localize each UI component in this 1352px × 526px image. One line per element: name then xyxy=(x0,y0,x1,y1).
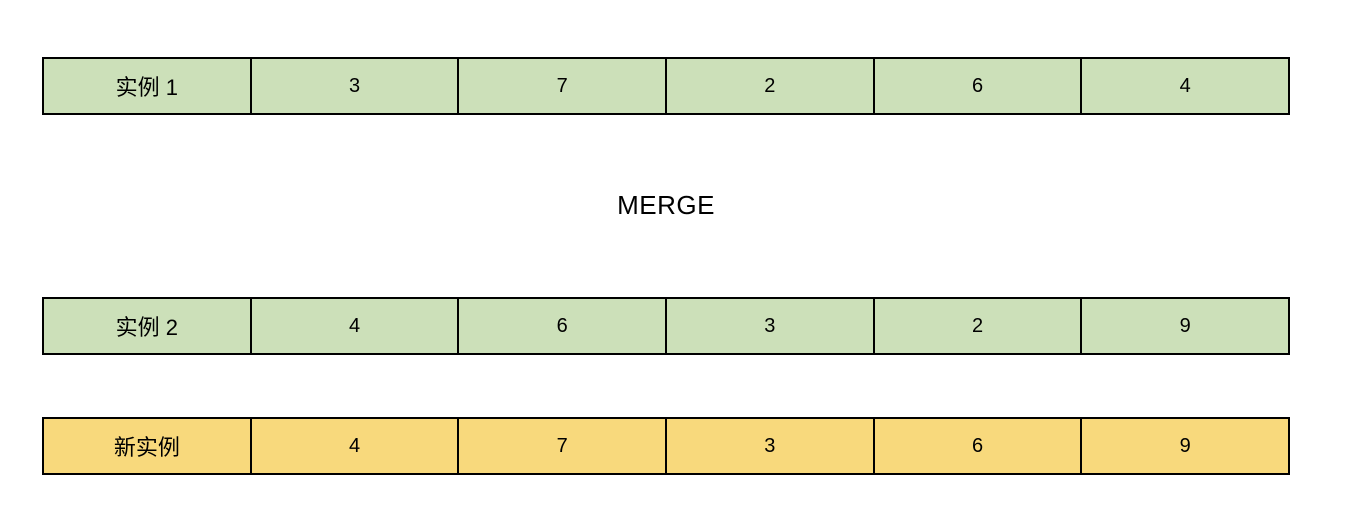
instance-1-cell-3: 2 xyxy=(667,59,875,113)
merge-label: MERGE xyxy=(617,190,715,220)
new-instance-label: 新实例 xyxy=(44,419,252,473)
new-instance-row: 新实例 4 7 3 6 9 xyxy=(42,417,1290,475)
new-instance-cell-2: 7 xyxy=(459,419,668,473)
instance-2-cell-2: 6 xyxy=(459,299,668,353)
new-instance-cell-1: 4 xyxy=(252,419,460,473)
instance-2-cell-5: 9 xyxy=(1179,314,1191,337)
instance-1-cell-1: 3 xyxy=(252,59,460,113)
instance-2-cell-4: 2 xyxy=(875,299,1083,353)
instance-2-cell-1: 4 xyxy=(252,299,460,353)
new-instance-cell-3: 3 xyxy=(667,419,875,473)
instance-2-cell-3: 3 xyxy=(667,299,875,353)
instance-1-row: 实例 1 3 7 2 6 4 xyxy=(42,57,1290,115)
instance-1-label: 实例 1 xyxy=(44,59,252,113)
instance-1-cell-4: 6 xyxy=(875,59,1083,113)
instance-1-cell-2: 7 xyxy=(459,59,668,113)
new-instance-cell-5: 9 xyxy=(1179,434,1191,457)
new-instance-cell-4: 6 xyxy=(875,419,1083,473)
instance-2-row: 实例 2 4 6 3 2 9 xyxy=(42,297,1290,355)
instance-1-cell-5: 4 xyxy=(1179,74,1191,97)
instance-2-label: 实例 2 xyxy=(44,299,252,353)
